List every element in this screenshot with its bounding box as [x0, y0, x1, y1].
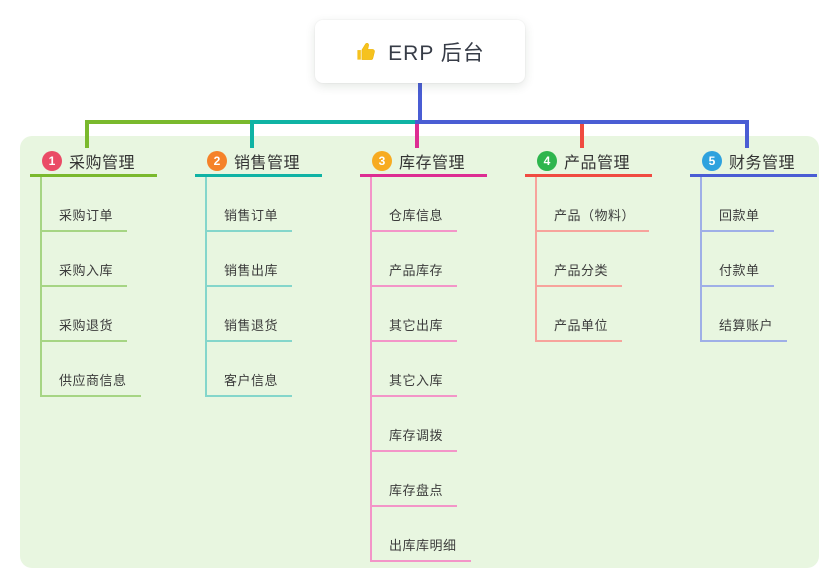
- child-node[interactable]: 销售退货: [207, 287, 293, 342]
- child-node[interactable]: 销售订单: [207, 177, 293, 232]
- branch-number-badge: 1: [42, 150, 62, 171]
- child-node[interactable]: 产品单位: [537, 287, 623, 342]
- branch-children: 回款单付款单结算账户: [700, 177, 788, 342]
- child-node[interactable]: 采购入库: [42, 232, 128, 287]
- branch-title[interactable]: 5 财务管理: [690, 147, 817, 177]
- child-node[interactable]: 付款单: [702, 232, 774, 287]
- branch-label: 财务管理: [729, 154, 796, 172]
- branch-label: 采购管理: [69, 154, 136, 172]
- branch-2: 2 销售管理 销售订单销售出库销售退货客户信息: [195, 147, 345, 397]
- child-node[interactable]: 仓库信息: [372, 177, 458, 232]
- child-node[interactable]: 结算账户: [702, 287, 788, 342]
- root-label: ERP 后台: [388, 41, 485, 65]
- child-node[interactable]: 销售出库: [207, 232, 293, 287]
- branch-4: 4 产品管理 产品（物料）产品分类产品单位: [525, 147, 675, 342]
- child-node[interactable]: 产品（物料）: [537, 177, 650, 232]
- connector-drop-3: [415, 122, 419, 148]
- branch-number-badge: 4: [537, 150, 557, 171]
- child-node[interactable]: 供应商信息: [42, 342, 141, 397]
- branch-title[interactable]: 4 产品管理: [525, 147, 652, 177]
- connector-horizontal-right: [415, 120, 749, 124]
- child-node[interactable]: 库存盘点: [372, 452, 458, 507]
- child-node[interactable]: 客户信息: [207, 342, 293, 397]
- branch-children: 销售订单销售出库销售退货客户信息: [205, 177, 293, 397]
- child-node[interactable]: 其它入库: [372, 342, 458, 397]
- connector-drop-5: [745, 122, 749, 148]
- thumbs-up-icon: [355, 40, 378, 63]
- child-node[interactable]: 出库库明细: [372, 507, 471, 562]
- branch-title[interactable]: 2 销售管理: [195, 147, 322, 177]
- child-node[interactable]: 产品分类: [537, 232, 623, 287]
- branch-title[interactable]: 1 采购管理: [30, 147, 157, 177]
- connector-drop-2: [250, 122, 254, 148]
- branch-3: 3 库存管理 仓库信息产品库存其它出库其它入库库存调拨库存盘点出库库明细: [360, 147, 510, 562]
- branch-5: 5 财务管理 回款单付款单结算账户: [690, 147, 839, 342]
- branch-label: 库存管理: [399, 154, 466, 172]
- child-node[interactable]: 产品库存: [372, 232, 458, 287]
- child-node[interactable]: 采购订单: [42, 177, 128, 232]
- root-node[interactable]: ERP 后台: [315, 20, 525, 83]
- child-node[interactable]: 库存调拨: [372, 397, 458, 452]
- connector-drop-4: [580, 122, 584, 148]
- connector-root-stub: [418, 83, 422, 122]
- branch-number-badge: 3: [372, 150, 392, 171]
- branch-label: 销售管理: [234, 154, 301, 172]
- branch-title[interactable]: 3 库存管理: [360, 147, 487, 177]
- connector-drop-1: [85, 122, 89, 148]
- connector-horizontal-middle: [250, 120, 417, 124]
- connector-horizontal-left: [85, 120, 252, 124]
- branch-label: 产品管理: [564, 154, 631, 172]
- child-node[interactable]: 回款单: [702, 177, 774, 232]
- branch-number-badge: 2: [207, 150, 227, 171]
- branch-children: 仓库信息产品库存其它出库其它入库库存调拨库存盘点出库库明细: [370, 177, 471, 562]
- branches-panel: [20, 136, 819, 568]
- branch-children: 产品（物料）产品分类产品单位: [535, 177, 650, 342]
- branch-number-badge: 5: [702, 150, 722, 171]
- child-node[interactable]: 采购退货: [42, 287, 128, 342]
- child-node[interactable]: 其它出库: [372, 287, 458, 342]
- branch-1: 1 采购管理 采购订单采购入库采购退货供应商信息: [30, 147, 180, 397]
- branch-children: 采购订单采购入库采购退货供应商信息: [40, 177, 141, 397]
